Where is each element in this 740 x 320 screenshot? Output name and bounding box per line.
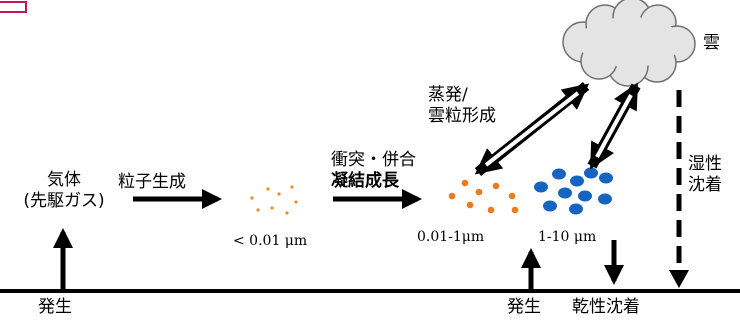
evaporation-label-line2: 雲粒形成 [428, 106, 496, 126]
medium-particle [448, 192, 456, 200]
emission-left-label: 発生 [38, 297, 72, 317]
large-particle [543, 200, 557, 212]
small-particle [270, 206, 274, 210]
small-particles [250, 185, 298, 215]
large-particle [584, 167, 598, 179]
precursor-gas-label: 気体 (先駆ガス) [5, 170, 123, 212]
small-particle [266, 187, 270, 191]
size-small-label: < 0.01 μm [233, 233, 308, 249]
coagulation-label-line1: 衝突・併合 [331, 150, 416, 170]
size-large-label: 1-10 μm [538, 229, 597, 245]
evap-arrow-hollow [484, 91, 580, 167]
medium-particle [492, 182, 500, 190]
large-particle [569, 203, 583, 215]
medium-particle [461, 179, 469, 187]
large-particle [552, 168, 566, 180]
small-particle [294, 200, 298, 204]
medium-particle [475, 188, 483, 196]
small-particle [285, 211, 289, 215]
medium-particle [508, 192, 516, 200]
wet-deposition-line2: 沈着 [688, 175, 722, 195]
wet-deposition-label: 湿性 沈着 [688, 154, 722, 196]
gas-label-line1: 気体 [47, 170, 81, 190]
gas-label-line2: (先駆ガス) [23, 191, 105, 211]
small-particle [290, 185, 294, 189]
cloud-shape [562, 0, 696, 87]
large-particle [598, 193, 612, 205]
droplet-arrow-hollow [595, 94, 633, 158]
small-particle [250, 196, 254, 200]
medium-particles [448, 179, 519, 214]
evaporation-label-line1: 蒸発/ [428, 85, 468, 105]
medium-particle [487, 206, 495, 214]
corner-frame [0, 1, 27, 13]
large-particle [578, 190, 592, 202]
medium-particle [511, 206, 519, 214]
large-particle [558, 187, 572, 199]
wet-deposition-arrowhead [669, 270, 689, 288]
nucleation-label: 粒子生成 [118, 172, 186, 192]
large-particle [534, 181, 548, 193]
wet-deposition-line1: 湿性 [688, 154, 722, 174]
large-particle [570, 175, 584, 187]
medium-particle [466, 201, 474, 209]
cloud-label: 雲 [703, 33, 720, 53]
condensation-growth-label: 凝結成長 [331, 171, 399, 191]
large-particles [534, 167, 613, 215]
emission-right-label: 発生 [507, 297, 541, 317]
size-medium-label: 0.01-1μm [417, 229, 485, 245]
coagulation-label: 衝突・併合 凝結成長 [331, 150, 416, 192]
large-particle [599, 172, 613, 184]
evaporation-label: 蒸発/ 雲粒形成 [428, 85, 496, 127]
small-particle [277, 192, 281, 196]
dry-deposition-label: 乾性沈着 [572, 297, 640, 317]
small-particle [256, 208, 260, 212]
